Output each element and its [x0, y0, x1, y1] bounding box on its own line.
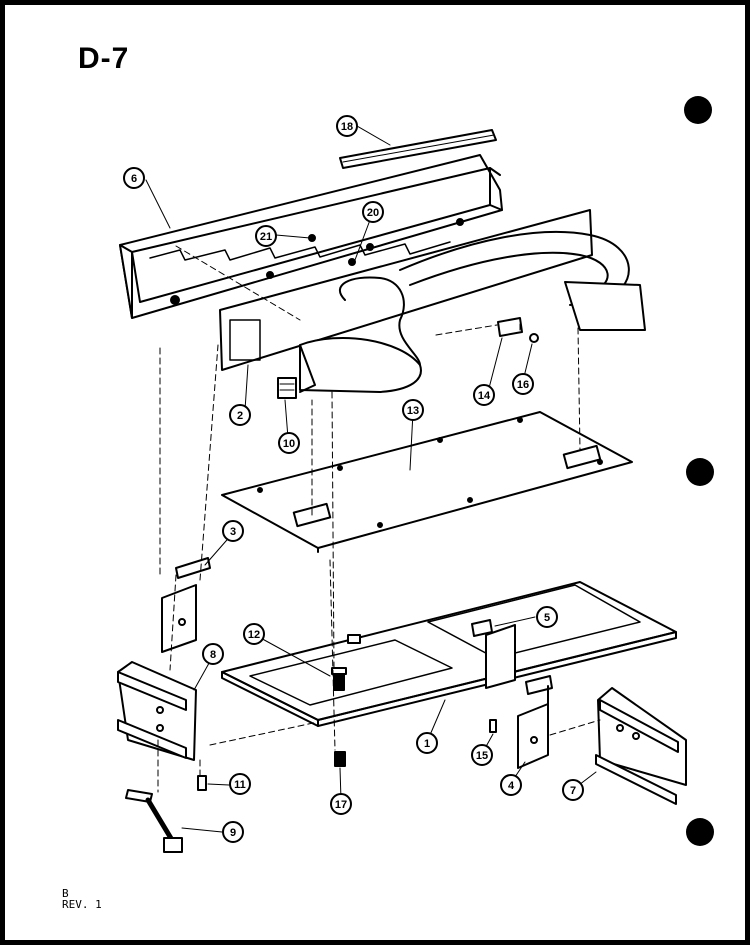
callout-2-label: 2 — [237, 410, 243, 422]
callout-13: 13 — [402, 399, 424, 421]
callout-2: 2 — [229, 404, 251, 426]
punch-hole-top — [684, 96, 712, 124]
callout-15: 15 — [471, 744, 493, 766]
part-2-panel — [219, 209, 646, 393]
callout-1-label: 1 — [424, 738, 430, 750]
callout-18-label: 18 — [341, 121, 353, 133]
callout-4: 4 — [500, 774, 522, 796]
part-16-screw — [529, 333, 539, 343]
part-8-left-rail — [117, 661, 197, 761]
part-11-pin — [197, 775, 207, 791]
callout-1: 1 — [416, 732, 438, 754]
part-6-frame — [119, 154, 503, 319]
callout-7: 7 — [562, 779, 584, 801]
callout-11: 11 — [229, 773, 251, 795]
callout-9-label: 9 — [230, 827, 236, 839]
revision-mark: B — [62, 887, 69, 900]
callout-3-label: 3 — [230, 526, 236, 538]
callout-12-label: 12 — [248, 629, 260, 641]
callout-16: 16 — [512, 373, 534, 395]
callout-20: 20 — [362, 201, 384, 223]
part-18-strip — [339, 129, 497, 169]
part-12-spacer — [331, 667, 347, 691]
page-title: D-7 — [78, 42, 130, 75]
callout-9: 9 — [222, 821, 244, 843]
part-14-bracket — [497, 317, 523, 337]
part-5-bracket — [471, 619, 516, 689]
callout-13-label: 13 — [407, 405, 419, 417]
punch-hole-middle — [686, 458, 714, 486]
callout-11-label: 11 — [234, 779, 246, 791]
punch-hole-bottom — [686, 818, 714, 846]
callout-8: 8 — [202, 643, 224, 665]
part-19-pad — [277, 377, 297, 399]
part-4-bracket — [517, 675, 553, 769]
callout-6: 6 — [123, 167, 145, 189]
callout-4-label: 4 — [508, 780, 515, 792]
callout-17: 17 — [330, 793, 352, 815]
callout-20-label: 20 — [367, 207, 379, 219]
revision-text: REV. 1 — [62, 898, 102, 911]
callout-18: 18 — [336, 115, 358, 137]
callout-15-label: 15 — [476, 750, 488, 762]
callout-19: 10 — [278, 432, 300, 454]
callout-3: 3 — [222, 520, 244, 542]
part-7-right-rail — [595, 687, 687, 805]
part-15-pin — [489, 719, 497, 733]
callout-14-label: 14 — [478, 390, 491, 402]
callout-5: 5 — [536, 606, 558, 628]
callout-21-label: 21 — [260, 231, 272, 243]
callout-12: 12 — [243, 623, 265, 645]
callout-6-label: 6 — [131, 173, 137, 185]
callout-group: 6 18 20 21 2 10 13 14 16 3 8 12 5 1 15 4… — [123, 115, 584, 843]
alignment-lines — [157, 245, 601, 793]
part-17-screw — [334, 751, 346, 767]
callout-7-label: 7 — [570, 785, 576, 797]
callout-19-label: 10 — [283, 438, 295, 450]
callout-14: 14 — [473, 384, 495, 406]
part-3-bracket — [161, 557, 211, 653]
callout-5-label: 5 — [544, 612, 550, 624]
part-13-circuit-board — [221, 411, 633, 553]
callout-16-label: 16 — [517, 379, 529, 391]
callout-21: 21 — [255, 225, 277, 247]
callout-8-label: 8 — [210, 649, 216, 661]
revision-note: B REV. 1 — [62, 888, 102, 910]
part-9-lever — [125, 789, 183, 853]
callout-17-label: 17 — [335, 799, 347, 811]
